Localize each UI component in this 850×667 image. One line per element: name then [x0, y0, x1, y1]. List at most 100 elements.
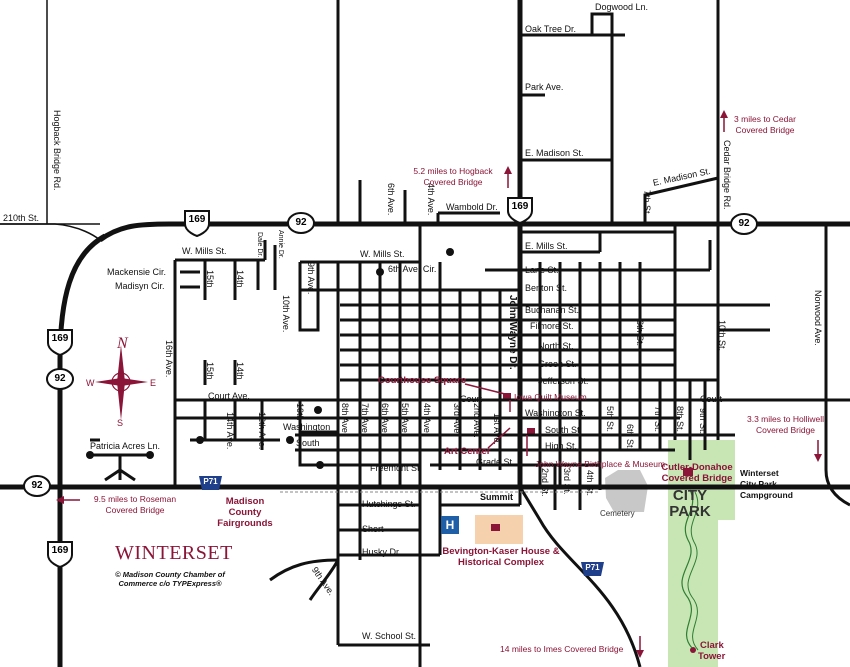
compass-rose: [95, 345, 148, 420]
poi-campground-3: Campground: [740, 490, 793, 500]
street-14th-n: 14th: [235, 270, 245, 288]
street-filmore: Filmore St.: [530, 321, 574, 331]
street-john-wayne: John Wayne Dr.: [507, 295, 518, 370]
compass-s: S: [117, 418, 124, 428]
poi-cutler-donahoe-1: Cutler-Donahoe: [661, 462, 733, 473]
dir-holliwell-2: Covered Bridge: [755, 425, 816, 435]
poi-campground-2: City Park: [740, 479, 777, 489]
poi-iowa-quilt-museum: Iowa Quilt Museum: [514, 392, 587, 402]
poi-cemetery: Cemetery: [600, 509, 635, 518]
park-trail-2: [687, 491, 699, 651]
poi-courthouse-square: Courthouse Square: [378, 375, 467, 386]
route-shields: [23, 197, 758, 576]
street-3rd-ave: 3rd Ave.: [452, 403, 462, 436]
poi-campground-1: Winterset: [740, 468, 779, 478]
poi-fairgrounds-3: Fairgrounds: [217, 518, 273, 529]
street-dogwood: Dogwood Ln.: [595, 2, 649, 12]
ia92-label-n: 92: [295, 217, 307, 228]
street-freemont: Freemont St.: [370, 463, 423, 473]
street-5th-st: 5th St.: [605, 406, 615, 433]
poi-fairgrounds-1: Madison: [225, 496, 265, 507]
street-3rd-st: 3rd St.: [562, 468, 572, 495]
dir-holliwell-1: 3.3 miles to Holliwell: [747, 414, 824, 424]
street-court: Court: [460, 394, 483, 404]
p71-shield-w: [199, 476, 222, 490]
street-park-ave: Park Ave.: [525, 82, 564, 92]
street-7th-st-ne: 7th St.: [642, 190, 652, 217]
street-2nd-st: 2nd St.: [540, 468, 550, 497]
us169-label-sw: 169: [51, 545, 69, 556]
ia92-label-w: 92: [54, 373, 66, 384]
ia92-shield-ne: [730, 213, 758, 235]
poi-john-wayne-birthplace: John Wayne Birthplace & Museum: [535, 459, 666, 469]
us169-shield-west: [47, 329, 73, 357]
street-mackensie: Mackensie Cir.: [107, 267, 167, 277]
city-title: WINTERSET: [115, 542, 233, 564]
street-15th-n: 15th: [205, 270, 215, 288]
poi-art-center: Art Center: [444, 446, 491, 457]
street-7th-st: 7th St.: [653, 406, 663, 433]
direction-arrows: [56, 110, 822, 658]
street-w-mills: W. Mills St.: [360, 249, 405, 259]
street-14th-s: 14th: [235, 362, 245, 380]
poi-hospital-h: H: [445, 518, 455, 532]
street-washington: Washington St.: [525, 408, 586, 418]
street-4th-ave-n: 4th Ave.: [426, 183, 436, 216]
street-norwood: Norwood Ave.: [813, 290, 823, 346]
street-jefferson: Jefferson St.: [538, 376, 589, 386]
dir-roseman-2: Covered Bridge: [105, 505, 165, 515]
us169-label-w: 169: [51, 333, 69, 344]
street-high: High St.: [545, 441, 578, 451]
street-15th-s: 15th: [205, 362, 215, 380]
street-e-mills: E. Mills St.: [525, 241, 568, 251]
street-7th-ave: 7th Ave.: [360, 403, 370, 436]
street-buchanan: Buchanan St.: [525, 305, 580, 315]
street-washington-w: Washington: [283, 422, 331, 432]
street-6th-ave: 6th Ave.: [380, 403, 390, 436]
street-husky: Husky Dr.: [362, 547, 402, 557]
street-patricia-acres: Patricia Acres Ln.: [90, 441, 161, 451]
hospital-icon: [441, 516, 459, 534]
ia92-label-ne: 92: [738, 218, 750, 229]
park-trail: [681, 489, 694, 649]
street-madisyn: Madisyn Cir.: [115, 281, 165, 291]
street-4th-ave: 4th Ave.: [422, 403, 432, 436]
street-10th-ave: 10th Ave.: [281, 295, 291, 333]
street-annie-dr: Annie Dr.: [277, 230, 284, 259]
poi-cutler-donahoe-2: Covered Bridge: [661, 473, 733, 484]
street-court-e: Court: [700, 394, 723, 404]
street-cedar-bridge-rd: Cedar Bridge Rd.: [722, 140, 732, 210]
street-9th-ave: 9th Ave.: [306, 262, 316, 295]
dir-hogback-2: Covered Bridge: [423, 177, 483, 187]
us169-shield-sw: [47, 541, 73, 569]
street-8th-st: 8th St.: [675, 406, 685, 433]
ia92-shield-w: [46, 368, 74, 390]
street-grade: Grade St.: [476, 457, 515, 467]
street-4th-st: 4th St.: [585, 470, 595, 497]
street-hogback-rd: Hogback Bridge Rd.: [52, 110, 62, 191]
poi-clark-tower-2: Tower: [698, 651, 726, 662]
street-12th-ave: 12th Ave.: [257, 412, 267, 450]
street-6th-ave-cir: 6th Ave. Cir.: [388, 264, 437, 274]
ia92-label-sw: 92: [31, 480, 43, 491]
street-w-school: W. School St.: [362, 631, 417, 641]
p71-label-s: P71: [585, 563, 600, 572]
us169-shield-center: [507, 197, 533, 225]
street-north: North St.: [538, 341, 574, 351]
dir-imes: 14 miles to Imes Covered Bridge: [500, 644, 624, 654]
credit-line-2: Commerce c/o TYPExpress®: [118, 579, 222, 588]
street-w-mills-w: W. Mills St.: [182, 246, 227, 256]
p71-label-w: P71: [203, 477, 218, 486]
street-green: Green St.: [538, 359, 577, 369]
local-streets: [46, 0, 850, 667]
street-6th-st-n: 6th St.: [635, 320, 645, 347]
dir-hogback-1: 5.2 miles to Hogback: [413, 166, 493, 176]
street-10th-s: 10th: [295, 403, 305, 421]
cul-de-sacs: [86, 248, 454, 469]
birthplace-marker: [527, 428, 535, 435]
street-6th-st: 6th St.: [625, 424, 635, 451]
street-14th-ave: 14th Ave.: [225, 412, 235, 450]
street-6th-ave-n: 6th Ave.: [386, 183, 396, 216]
street-south-w: South: [296, 438, 320, 448]
